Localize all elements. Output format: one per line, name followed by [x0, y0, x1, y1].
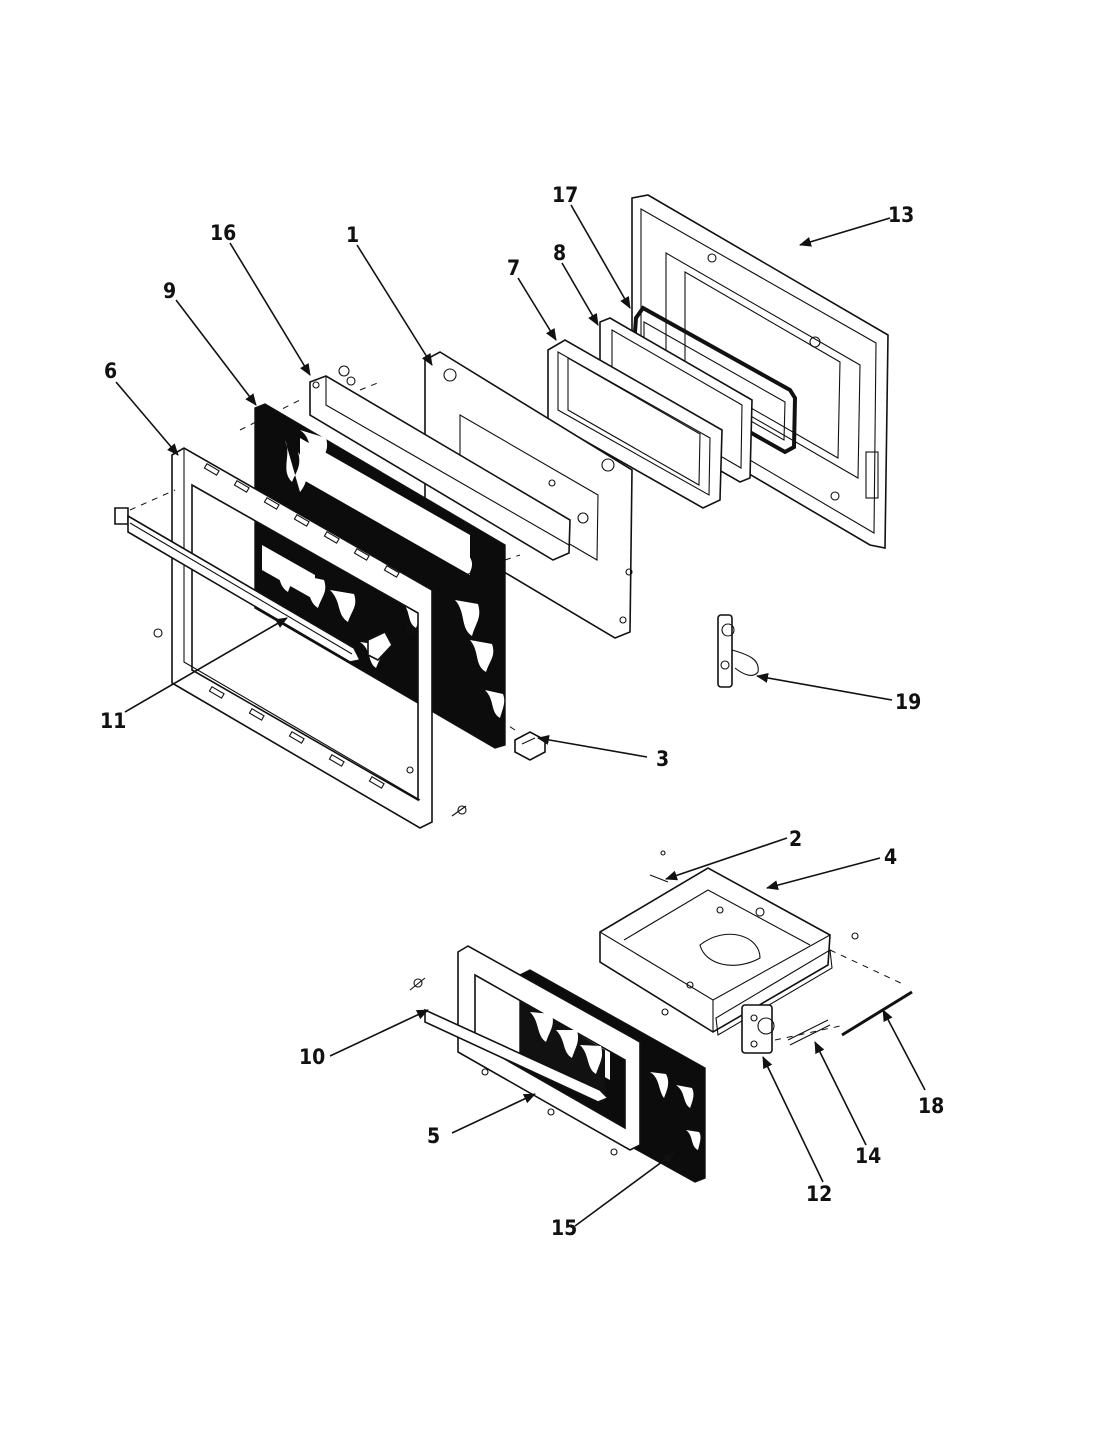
callout-18: 18	[918, 1094, 944, 1118]
drawer-front-panel	[409, 945, 706, 1183]
oven-door-handle	[114, 507, 362, 663]
callout-labels: 1 2 3 4 5 6 7 8 9 10 11 12 13 14 15 16 1…	[100, 183, 944, 1240]
callout-19: 19	[895, 690, 921, 714]
alignment-lines-lower	[774, 949, 906, 1041]
callout-10: 10	[299, 1045, 325, 1069]
callout-4: 4	[884, 845, 897, 869]
drawer-bracket	[741, 1004, 775, 1054]
callout-11: 11	[100, 709, 126, 733]
callout-12: 12	[806, 1182, 832, 1206]
callout-5: 5	[427, 1124, 440, 1148]
callout-2: 2	[789, 827, 802, 851]
callout-8: 8	[553, 241, 566, 265]
glass-frame	[547, 339, 723, 509]
vent-strip	[309, 365, 589, 561]
callout-14: 14	[855, 1144, 881, 1168]
callout-6: 6	[104, 359, 117, 383]
front-door-frame	[153, 447, 467, 829]
door-stop-clip	[514, 731, 546, 761]
drawer-box	[599, 850, 859, 1036]
door-hinge	[717, 614, 759, 688]
alignment-lines-upper	[129, 381, 521, 731]
drawer-rod	[841, 990, 913, 1037]
callout-13: 13	[888, 203, 914, 227]
frame-vent-slots	[203, 463, 400, 789]
callout-17: 17	[552, 183, 578, 207]
callout-1: 1	[346, 223, 359, 247]
callout-7: 7	[507, 256, 520, 280]
callout-15: 15	[551, 1216, 577, 1240]
callout-3: 3	[656, 747, 669, 771]
callout-16: 16	[210, 221, 236, 245]
drawer-rail	[787, 1019, 831, 1046]
leader-lines	[115, 204, 926, 1227]
callout-9: 9	[163, 279, 176, 303]
